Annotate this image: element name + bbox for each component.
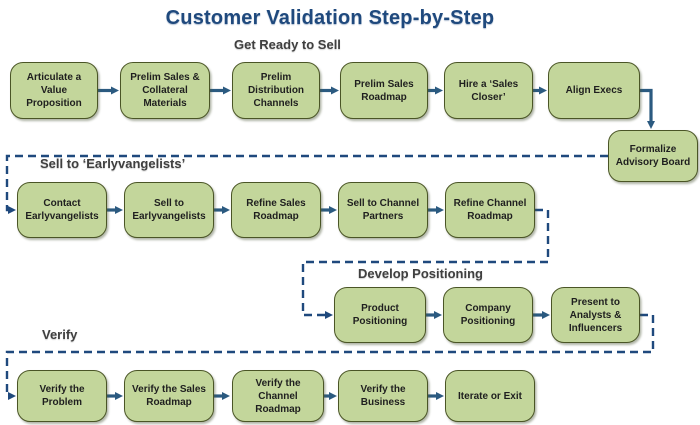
box-prelim-distribution-channels: Prelim Distribution Channels (232, 62, 320, 119)
box-hire-a-sales-closer: Hire a ‘Sales Closer’ (444, 62, 533, 119)
box-sell-to-channel-partners: Sell to Channel Partners (338, 182, 428, 238)
section-header-develop-positioning: Develop Positioning (358, 266, 483, 281)
dashed-connector-board-to-sell (5, 154, 608, 214)
box-present-to-analysts-influencers: Present to Analysts & Influencers (551, 287, 640, 343)
box-verify-the-channel-roadmap: Verify the Channel Roadmap (232, 370, 324, 422)
box-verify-the-business: Verify the Business (338, 370, 428, 422)
box-contact-earlyvangelists: Contact Earlyvangelists (17, 182, 107, 238)
section-header-verify: Verify (42, 327, 78, 342)
box-verify-the-sales-roadmap: Verify the Sales Roadmap (124, 370, 214, 422)
diagram-title: Customer Validation Step-by-Step (165, 7, 495, 29)
box-verify-the-problem: Verify the Problem (17, 370, 107, 422)
box-articulate-a-value-proposition: Articulate a Value Proposition (10, 62, 98, 119)
box-sell-to-earlyvangelists: Sell to Earlyvangelists (124, 182, 214, 238)
box-prelim-sales-collateral-materials: Prelim Sales & Collateral Materials (120, 62, 210, 119)
arrow-elbow (640, 88, 655, 129)
box-prelim-sales-roadmap: Prelim Sales Roadmap (340, 62, 428, 119)
box-iterate-or-exit: Iterate or Exit (445, 370, 535, 422)
box-align-execs: Align Execs (548, 62, 640, 119)
box-product-positioning: Product Positioning (334, 287, 426, 343)
dashed-connector-sell-to-positioning (301, 208, 550, 319)
box-refine-sales-roadmap: Refine Sales Roadmap (231, 182, 321, 238)
box-refine-channel-roadmap: Refine Channel Roadmap (445, 182, 535, 238)
box-company-positioning: Company Positioning (443, 287, 533, 343)
box-formalize-advisory-board: Formalize Advisory Board (608, 130, 698, 182)
section-header-get-ready-to-sell: Get Ready to Sell (234, 37, 341, 52)
section-header-sell-to-earlyvangelists: Sell to ‘Earlyvangelists’ (40, 156, 186, 171)
